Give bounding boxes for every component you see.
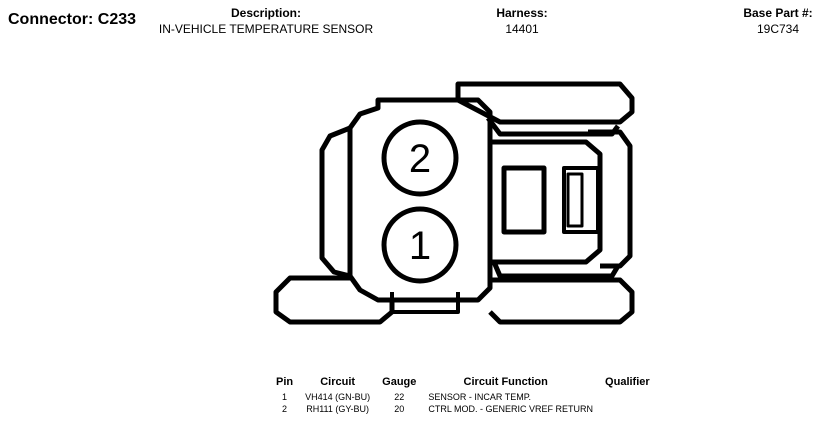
function-cell: CTRL MOD. - GENERIC VREF RETURN <box>428 404 594 414</box>
function-cell: SENSOR - INCAR TEMP. <box>428 392 532 402</box>
description-value: IN-VEHICLE TEMPERATURE SENSOR <box>158 22 374 36</box>
circuit-cell: RH111 (GY-BU) <box>306 404 370 414</box>
pin-cell: 2 <box>282 404 288 414</box>
qualifier-cell <box>599 403 656 415</box>
bottom-lock-tab <box>488 277 635 325</box>
left-side-rib <box>319 125 351 279</box>
description-block: Description: IN-VEHICLE TEMPERATURE SENS… <box>146 6 386 37</box>
bottom-right-rib <box>491 261 621 279</box>
pin-header: Pin <box>276 376 294 388</box>
description-label: Description: <box>230 6 301 20</box>
connector-title: Connector: C233 <box>8 11 137 28</box>
qualifier-cell <box>599 391 656 403</box>
base-part-block: Base Part #: 19C734 <box>720 6 821 37</box>
base-part-label: Base Part #: <box>743 6 813 20</box>
connector-face-diagram: 2 1 <box>273 81 635 325</box>
key-window <box>562 166 600 234</box>
pin-1-circle <box>381 206 459 284</box>
gauge-header: Gauge <box>382 376 417 388</box>
table-row: 2 RH111 (GY-BU) 20 CTRL MOD. - GENERIC V… <box>270 403 656 415</box>
pin-cell: 1 <box>282 392 288 402</box>
harness-label: Harness: <box>496 6 548 20</box>
top-latch-tab <box>455 81 635 125</box>
connector-body <box>347 97 493 303</box>
pin-2-circle <box>381 119 459 197</box>
circuit-cell: VH414 (GN-BU) <box>305 392 371 402</box>
pin-2-label: 2 <box>409 137 431 181</box>
table-row: 1 VH414 (GN-BU) 22 SENSOR - INCAR TEMP. <box>270 391 656 403</box>
bottom-left-tab <box>273 275 395 325</box>
pin-1-label: 1 <box>409 224 431 268</box>
pin-table: Pin Circuit Gauge Circuit Function Quali… <box>270 376 656 415</box>
latch-window <box>501 165 547 235</box>
harness-block: Harness: 14401 <box>462 6 582 37</box>
bottom-center-strip <box>390 292 460 314</box>
harness-value: 14401 <box>505 22 539 36</box>
circuit-header: Circuit <box>320 376 356 388</box>
pin-table-header: Pin Circuit Gauge Circuit Function Quali… <box>270 376 656 391</box>
qualifier-header: Qualifier <box>605 376 650 388</box>
base-part-value: 19C734 <box>756 22 800 36</box>
gauge-cell: 20 <box>394 404 405 414</box>
function-header: Circuit Function <box>463 376 548 388</box>
key-window-inner <box>566 172 584 228</box>
gauge-cell: 22 <box>394 392 405 402</box>
